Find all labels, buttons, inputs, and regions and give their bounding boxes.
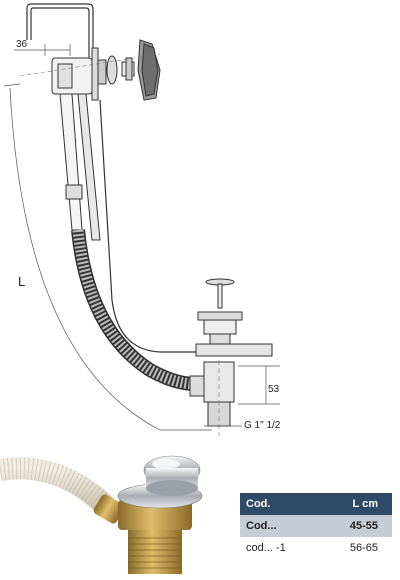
dimension-top-offset-label: 36: [16, 39, 28, 50]
header-code: Cod.: [240, 493, 319, 515]
overflow-tube: [59, 93, 101, 241]
dimension-thread-label: G 1" 1/2: [244, 420, 281, 431]
overflow-body: [51, 47, 107, 101]
dimension-length-label: L: [18, 274, 25, 289]
cell-code: cod... -1: [240, 537, 319, 559]
product-photo: [0, 455, 203, 574]
photo-hose: [0, 457, 125, 524]
dimension-length: [3, 83, 212, 431]
bath-floor: [195, 343, 273, 357]
outer-pipe: [99, 99, 270, 353]
dimension-height-label: 53: [268, 384, 280, 395]
dimension-height: [238, 365, 280, 405]
cell-length: 56-65: [318, 537, 392, 559]
spec-table-header: Cod. L cm: [240, 493, 392, 515]
cell-length: 45-55: [318, 515, 392, 537]
overflow-cover-exploded: [106, 39, 161, 101]
plug-assembly: [197, 278, 243, 345]
technical-drawing: 36: [3, 3, 281, 436]
photo-brass-body: [118, 500, 192, 574]
corrugated-hose: [71, 229, 196, 391]
photo-chrome-cap: [117, 455, 203, 509]
table-row: Cod... 45-55: [240, 515, 392, 537]
overflow-pipe: [26, 3, 94, 70]
table-row: cod... -1 56-65: [240, 537, 392, 559]
drain-body: [189, 360, 235, 436]
cell-code: Cod...: [240, 515, 319, 537]
header-length: L cm: [318, 493, 392, 515]
spec-table: Cod. L cm Cod... 45-55 cod... -1 56-65: [240, 493, 392, 559]
dimension-top-offset: [14, 44, 71, 56]
